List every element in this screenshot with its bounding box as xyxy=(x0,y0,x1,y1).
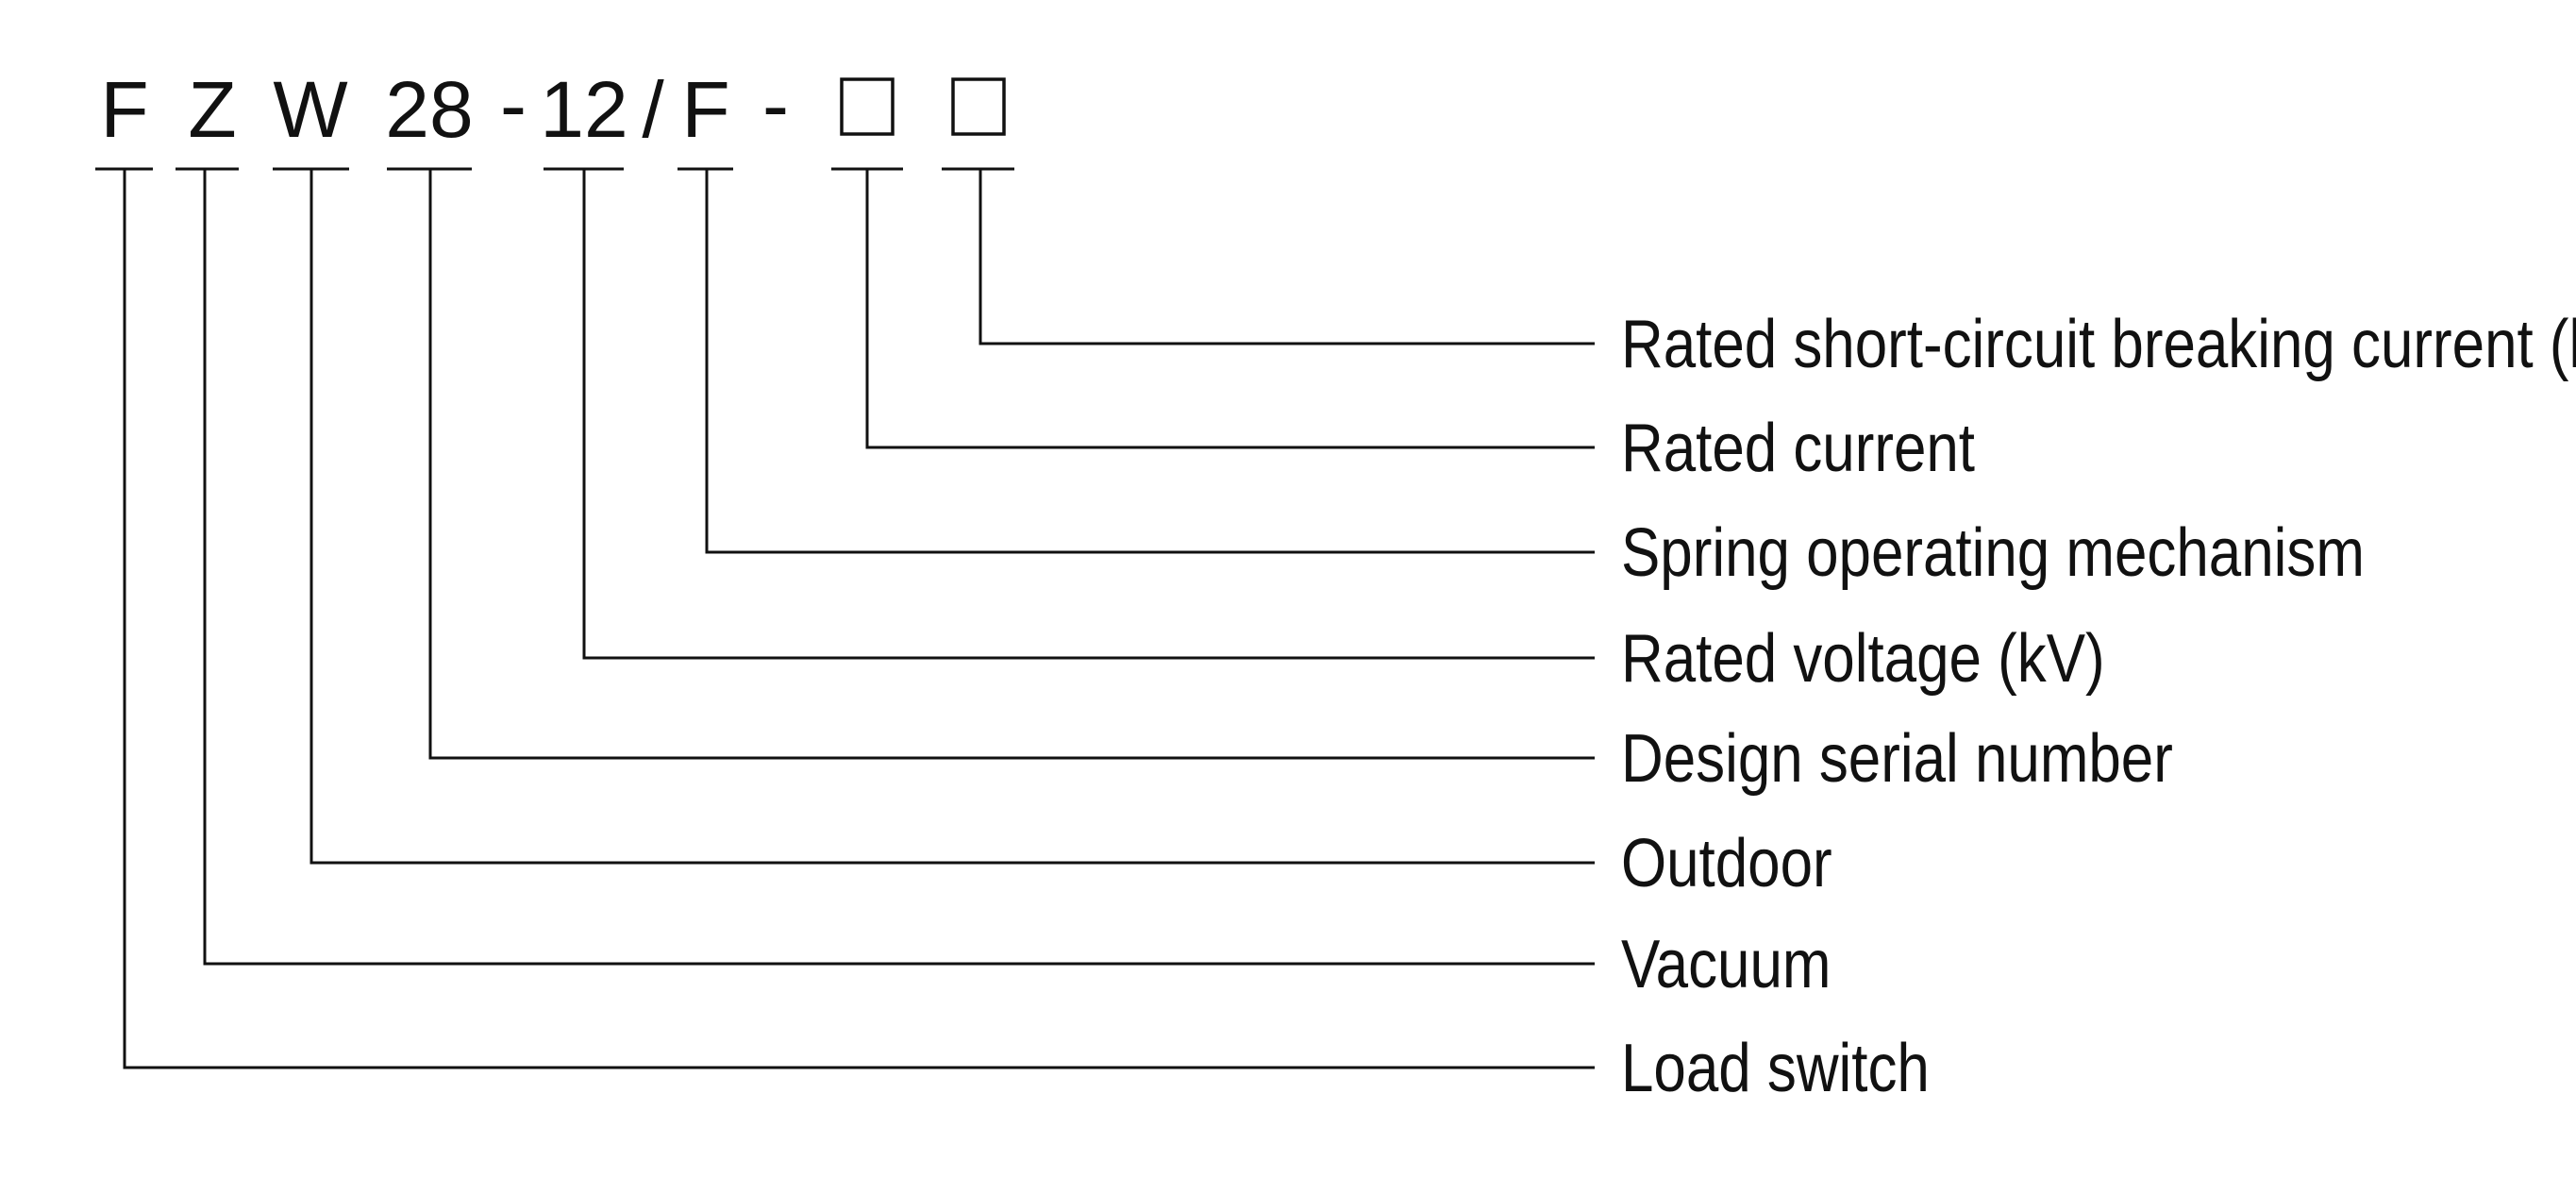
code-letter-f-spring-mechanism: F xyxy=(681,65,729,154)
descriptions: Rated short-circuit breaking current (kA… xyxy=(1621,307,2576,1106)
leader-line-rated-voltage xyxy=(582,169,1595,660)
code-letter-z-vacuum: Z xyxy=(188,65,236,154)
label-rated-short-circuit-breaking-current: Rated short-circuit breaking current (kA… xyxy=(1621,307,2576,382)
leader-lines xyxy=(123,169,1595,1069)
code-box-rated-current xyxy=(840,77,895,136)
code-dash-1: - xyxy=(500,60,527,149)
leader-line-outdoor xyxy=(309,169,1595,865)
code-slash: / xyxy=(642,65,664,154)
label-rated-current: Rated current xyxy=(1621,411,1975,486)
leader-line-vacuum xyxy=(203,169,1595,966)
leader-line-design-serial xyxy=(428,169,1595,760)
code-rated-voltage-12: 12 xyxy=(540,65,627,154)
model-code: F Z W 28 - 12 / F - xyxy=(100,60,1006,154)
code-design-serial-28: 28 xyxy=(385,65,473,154)
label-design-serial-number: Design serial number xyxy=(1621,721,2173,797)
leader-line-rated-current xyxy=(865,169,1595,449)
label-rated-voltage: Rated voltage (kV) xyxy=(1621,621,2105,697)
label-vacuum: Vacuum xyxy=(1621,927,1831,1002)
leader-line-spring-mechanism xyxy=(705,169,1595,554)
label-spring-operating-mechanism: Spring operating mechanism xyxy=(1621,515,2365,591)
leader-line-load-switch xyxy=(123,169,1595,1069)
label-outdoor: Outdoor xyxy=(1621,826,1832,901)
code-box-breaking-current xyxy=(951,77,1006,136)
code-letter-w-outdoor: W xyxy=(273,65,347,154)
code-letter-f-load-switch: F xyxy=(100,65,148,154)
label-load-switch: Load switch xyxy=(1621,1031,1930,1106)
leader-line-breaking-current xyxy=(979,169,1595,345)
code-dash-2: - xyxy=(762,60,789,149)
